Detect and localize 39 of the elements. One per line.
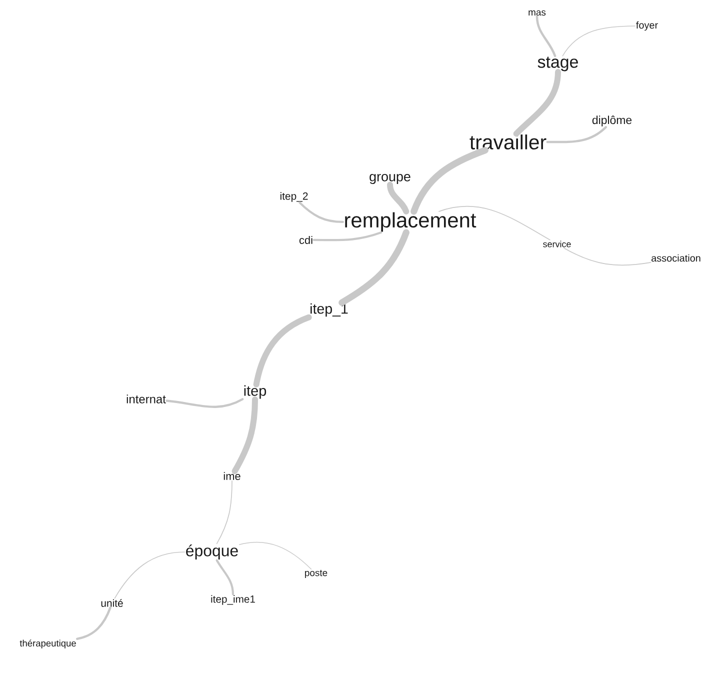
word-label: thérapeutique xyxy=(20,640,76,648)
word-label: stage xyxy=(538,56,578,72)
word-label: unité xyxy=(101,599,123,607)
branch-line xyxy=(562,26,636,56)
word-label: travailler xyxy=(470,134,546,150)
branch-line xyxy=(298,202,344,224)
branch-line xyxy=(536,15,556,58)
word-label: ime xyxy=(224,472,240,480)
branch-line xyxy=(253,314,312,388)
word-label: remplacement xyxy=(345,212,476,232)
word-label: itep_1 xyxy=(310,303,348,317)
word-label: itep_2 xyxy=(280,192,308,202)
branch-line xyxy=(216,480,232,544)
branch-line xyxy=(338,229,410,306)
word-label: groupe xyxy=(370,174,410,184)
branch-line xyxy=(387,182,410,214)
branch-line xyxy=(410,146,488,215)
branch-line xyxy=(114,552,186,599)
word-label: poste xyxy=(305,570,328,578)
word-label: internat xyxy=(126,394,166,404)
branch-line xyxy=(546,126,607,144)
branch-line xyxy=(564,248,652,266)
branch-line xyxy=(513,69,561,137)
word-label: association xyxy=(652,254,700,262)
branch-line xyxy=(232,396,258,474)
word-label: époque xyxy=(186,544,238,560)
word-label: itep xyxy=(244,385,266,399)
word-label: service xyxy=(543,240,571,248)
branch-line xyxy=(76,606,112,640)
branch-line xyxy=(312,231,382,242)
word-label: diplôme xyxy=(592,116,632,126)
branch-line xyxy=(239,542,312,570)
word-label: itep_ime1 xyxy=(211,595,255,605)
word-label: foyer xyxy=(636,21,658,31)
word-label: cdi xyxy=(299,236,312,244)
word-label: mas xyxy=(528,10,546,16)
branch-line xyxy=(438,206,550,240)
branch-line xyxy=(166,398,244,408)
branch-line xyxy=(216,559,234,596)
